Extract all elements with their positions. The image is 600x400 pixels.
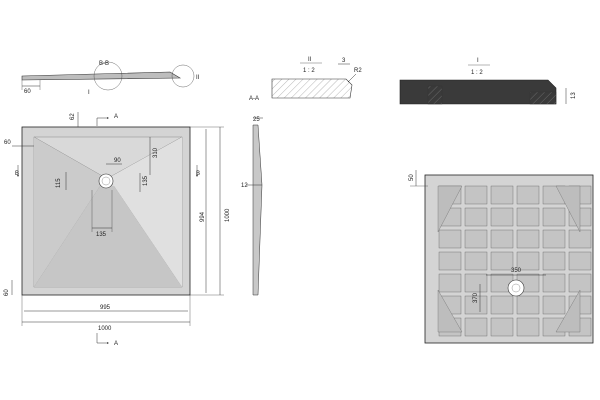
dim-1000-width: 1000	[98, 326, 112, 332]
label-detail-i: I	[88, 90, 90, 96]
dim-top-left-60: 60	[24, 89, 31, 95]
dim-bottom-50: 50	[409, 174, 415, 181]
dim-115: 115	[56, 178, 62, 188]
label-section-aa: A-A	[249, 96, 259, 102]
rib-cell	[464, 295, 488, 315]
dim-aa-25: 25	[253, 117, 260, 123]
rib-cell	[490, 251, 514, 271]
rib-cell	[438, 251, 462, 271]
rib-cell	[490, 185, 514, 205]
detail-i-title: I	[477, 58, 479, 64]
rib-cell	[516, 295, 540, 315]
dim-90: 90	[114, 158, 121, 164]
rib-cell	[542, 295, 566, 315]
tray-underside-view: 350 370 50	[409, 170, 594, 344]
tray-plan-view: 90 310 115 135 135 62 60 A A B B 60	[4, 112, 231, 347]
rib-cell	[490, 229, 514, 249]
rib-cell	[542, 229, 566, 249]
rib-cell	[490, 207, 514, 227]
rib-cell	[568, 251, 592, 271]
rib-cell	[464, 317, 488, 337]
dim-135-vertical: 135	[143, 175, 149, 186]
detail-i-view: I 1 : 2 13	[399, 58, 577, 105]
drain-icon	[98, 173, 114, 189]
rib-cell	[438, 273, 462, 293]
dim-ii-3: 3	[342, 58, 346, 64]
section-bb-strip: 60 B-B I II	[21, 61, 200, 96]
rib-cell	[568, 229, 592, 249]
rib-cell	[464, 251, 488, 271]
rib-cell	[542, 273, 566, 293]
detail-ii-view: II 1 : 2 3 R2	[271, 57, 362, 99]
label-section-b-right: B	[196, 171, 200, 177]
rib-cell	[464, 229, 488, 249]
label-section-a-top: A	[114, 114, 118, 120]
detail-i-scale: 1 : 2	[471, 70, 483, 76]
rib-cell	[464, 185, 488, 205]
dim-350: 350	[511, 268, 522, 274]
dim-i-13: 13	[571, 92, 577, 99]
rib-cell	[464, 273, 488, 293]
label-detail-ii: II	[196, 75, 200, 81]
drain-outlet-icon	[507, 279, 525, 297]
rib-cell	[568, 273, 592, 293]
rib-cell	[516, 207, 540, 227]
label-section-b-left: B	[15, 171, 19, 177]
rib-cell	[542, 207, 566, 227]
dim-135-horizontal: 135	[96, 232, 107, 238]
dim-62: 62	[70, 113, 76, 120]
rib-cell	[516, 229, 540, 249]
rib-cell	[542, 251, 566, 271]
label-section-a-bottom: A	[114, 341, 118, 347]
dim-370: 370	[473, 292, 479, 303]
dim-995: 995	[100, 305, 111, 311]
dim-aa-12: 12	[241, 183, 248, 189]
rib-cell	[490, 295, 514, 315]
detail-ii-scale: 1 : 2	[303, 68, 315, 74]
rib-cell	[438, 229, 462, 249]
dim-bottom-60: 60	[4, 289, 10, 296]
rib-cell	[516, 251, 540, 271]
section-aa-view: A-A 25 12	[241, 96, 263, 296]
rib-cell	[490, 317, 514, 337]
detail-ii-title: II	[308, 57, 312, 63]
rib-cell	[464, 207, 488, 227]
dim-994: 994	[200, 211, 206, 222]
dim-1000-height: 1000	[225, 208, 231, 222]
label-section-bb: B-B	[99, 61, 109, 67]
rib-cell	[516, 317, 540, 337]
rib-cell	[516, 185, 540, 205]
dim-left-60: 60	[4, 140, 11, 146]
dim-310: 310	[153, 147, 159, 158]
dim-ii-r2: R2	[354, 68, 362, 74]
